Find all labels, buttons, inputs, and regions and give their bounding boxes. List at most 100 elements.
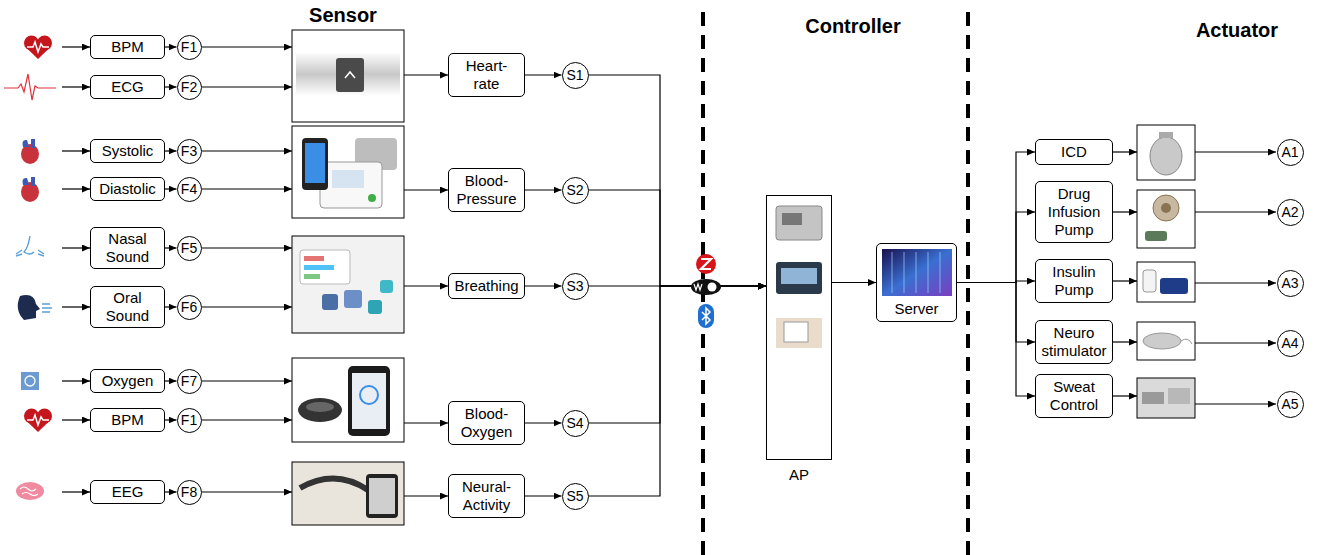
- signal-arrow: [1195, 403, 1276, 404]
- node-text: S3: [566, 278, 583, 294]
- wifi-icon: [708, 283, 717, 292]
- node-text: Neuro stimulator: [1040, 324, 1108, 360]
- heart-icon: [27, 415, 49, 425]
- node-text: F1: [181, 412, 197, 428]
- feature-circle: F2: [177, 75, 202, 100]
- signal-arrow: [62, 150, 90, 151]
- node-text: F6: [181, 299, 197, 315]
- node-text: S2: [566, 182, 583, 198]
- access-point-image: [782, 213, 802, 225]
- feature-circle: F8: [177, 480, 202, 505]
- access-point-box: AP: [766, 195, 832, 484]
- actuator-circle: A1: [1277, 139, 1304, 166]
- node-text: Blood- Pressure: [453, 172, 520, 208]
- actuator-box: Insulin Pump: [1035, 259, 1113, 303]
- drug-infusion-pump-image: [1145, 231, 1167, 241]
- eeg-headband-image: [369, 478, 395, 514]
- actuator-circle: A2: [1277, 199, 1304, 226]
- oxygen-icon: [25, 376, 35, 386]
- feature-box: Oral Sound: [90, 286, 165, 328]
- section-divider: [703, 12, 968, 555]
- blood-pressure-monitor-image: [292, 126, 404, 218]
- actuator-circle: A5: [1277, 391, 1304, 418]
- nose-icon: [16, 236, 44, 256]
- server-image: [892, 252, 940, 293]
- eeg-headband-image: [300, 478, 368, 490]
- feature-box: Oxygen: [90, 369, 165, 393]
- server-box: Server: [876, 243, 957, 322]
- sensor-circle: S1: [562, 62, 589, 89]
- node-text: Oral Sound: [94, 289, 161, 325]
- sweat-control-image: [1168, 388, 1190, 404]
- sensor-circle: S4: [562, 410, 589, 437]
- sensor-box: Neural- Activity: [448, 474, 525, 518]
- eeg-headband-image: [366, 474, 398, 518]
- blood-pressure-monitor-image: [292, 126, 404, 218]
- signal-arrow: [1113, 211, 1137, 212]
- signal-arrow: [202, 86, 292, 87]
- neurostimulator-image: [1137, 322, 1195, 360]
- connector: [525, 422, 562, 423]
- connector: [165, 380, 177, 381]
- zigbee-icon: [701, 259, 711, 269]
- mouth-breath-icon: [42, 304, 52, 312]
- node-text: F2: [181, 79, 197, 95]
- heart-anatomy-icon: [21, 177, 39, 202]
- node-text: A2: [1281, 204, 1298, 220]
- signal-arrow: [62, 86, 90, 87]
- node-text: A1: [1281, 144, 1298, 160]
- connector: [589, 286, 767, 496]
- pulse-oximeter-image: [352, 373, 386, 429]
- actuator-box: Drug Infusion Pump: [1035, 181, 1113, 243]
- access-point-image: [781, 268, 817, 284]
- node-text: F8: [181, 484, 197, 500]
- pulse-oximeter-image: [292, 358, 404, 442]
- feature-box: ECG: [90, 75, 165, 99]
- connector: [957, 152, 1035, 283]
- breathing-sensor-image: [304, 265, 334, 270]
- signal-arrow: [62, 46, 90, 47]
- signal-arrow: [202, 150, 292, 151]
- drug-infusion-pump-image: [1137, 190, 1195, 248]
- signal-arrow: [202, 247, 292, 248]
- feature-circle: F3: [177, 139, 202, 164]
- sensor-circle: S2: [562, 177, 589, 204]
- sensor-circle: S3: [562, 273, 589, 300]
- feature-circle: F4: [177, 177, 202, 202]
- node-text: BPM: [111, 411, 144, 429]
- neurostimulator-image: [1181, 339, 1192, 344]
- signal-arrow: [1113, 280, 1137, 281]
- pulse-oximeter-image: [298, 398, 342, 422]
- connector: [165, 247, 177, 248]
- breathing-sensor-image: [322, 294, 338, 310]
- blood-pressure-monitor-image: [320, 162, 382, 208]
- sweat-control-image: [1137, 378, 1195, 418]
- pulse-oximeter-image: [292, 358, 404, 442]
- heart-icon: [24, 36, 52, 60]
- node-text: BPM: [111, 38, 144, 56]
- feature-box: BPM: [90, 408, 165, 432]
- heart-anatomy-icon: [31, 177, 35, 186]
- node-text: AP: [789, 466, 809, 484]
- signal-arrow: [202, 46, 292, 47]
- feature-circle: F1: [177, 408, 202, 433]
- feature-circle: F5: [177, 236, 202, 261]
- connector: [525, 285, 562, 286]
- sensor-box: Heart-rate: [448, 53, 525, 97]
- blood-pressure-monitor-image: [332, 170, 364, 188]
- signal-arrow: [404, 285, 448, 286]
- heart-rate-sensor-image: [292, 30, 404, 122]
- feature-box: Systolic: [90, 139, 165, 163]
- icd-image: [1137, 125, 1195, 180]
- node-text: S5: [566, 488, 583, 504]
- signal-arrow: [1113, 151, 1137, 152]
- signal-arrow: [202, 380, 292, 381]
- zigbee-icon: [696, 254, 716, 274]
- connector: [165, 306, 177, 307]
- server-image: [882, 249, 952, 296]
- neurostimulator-image: [1143, 333, 1181, 349]
- node-text: Server: [894, 300, 938, 318]
- eeg-headband-image: [292, 462, 404, 525]
- insulin-pump-image: [1137, 262, 1195, 302]
- access-point-image: [776, 206, 822, 240]
